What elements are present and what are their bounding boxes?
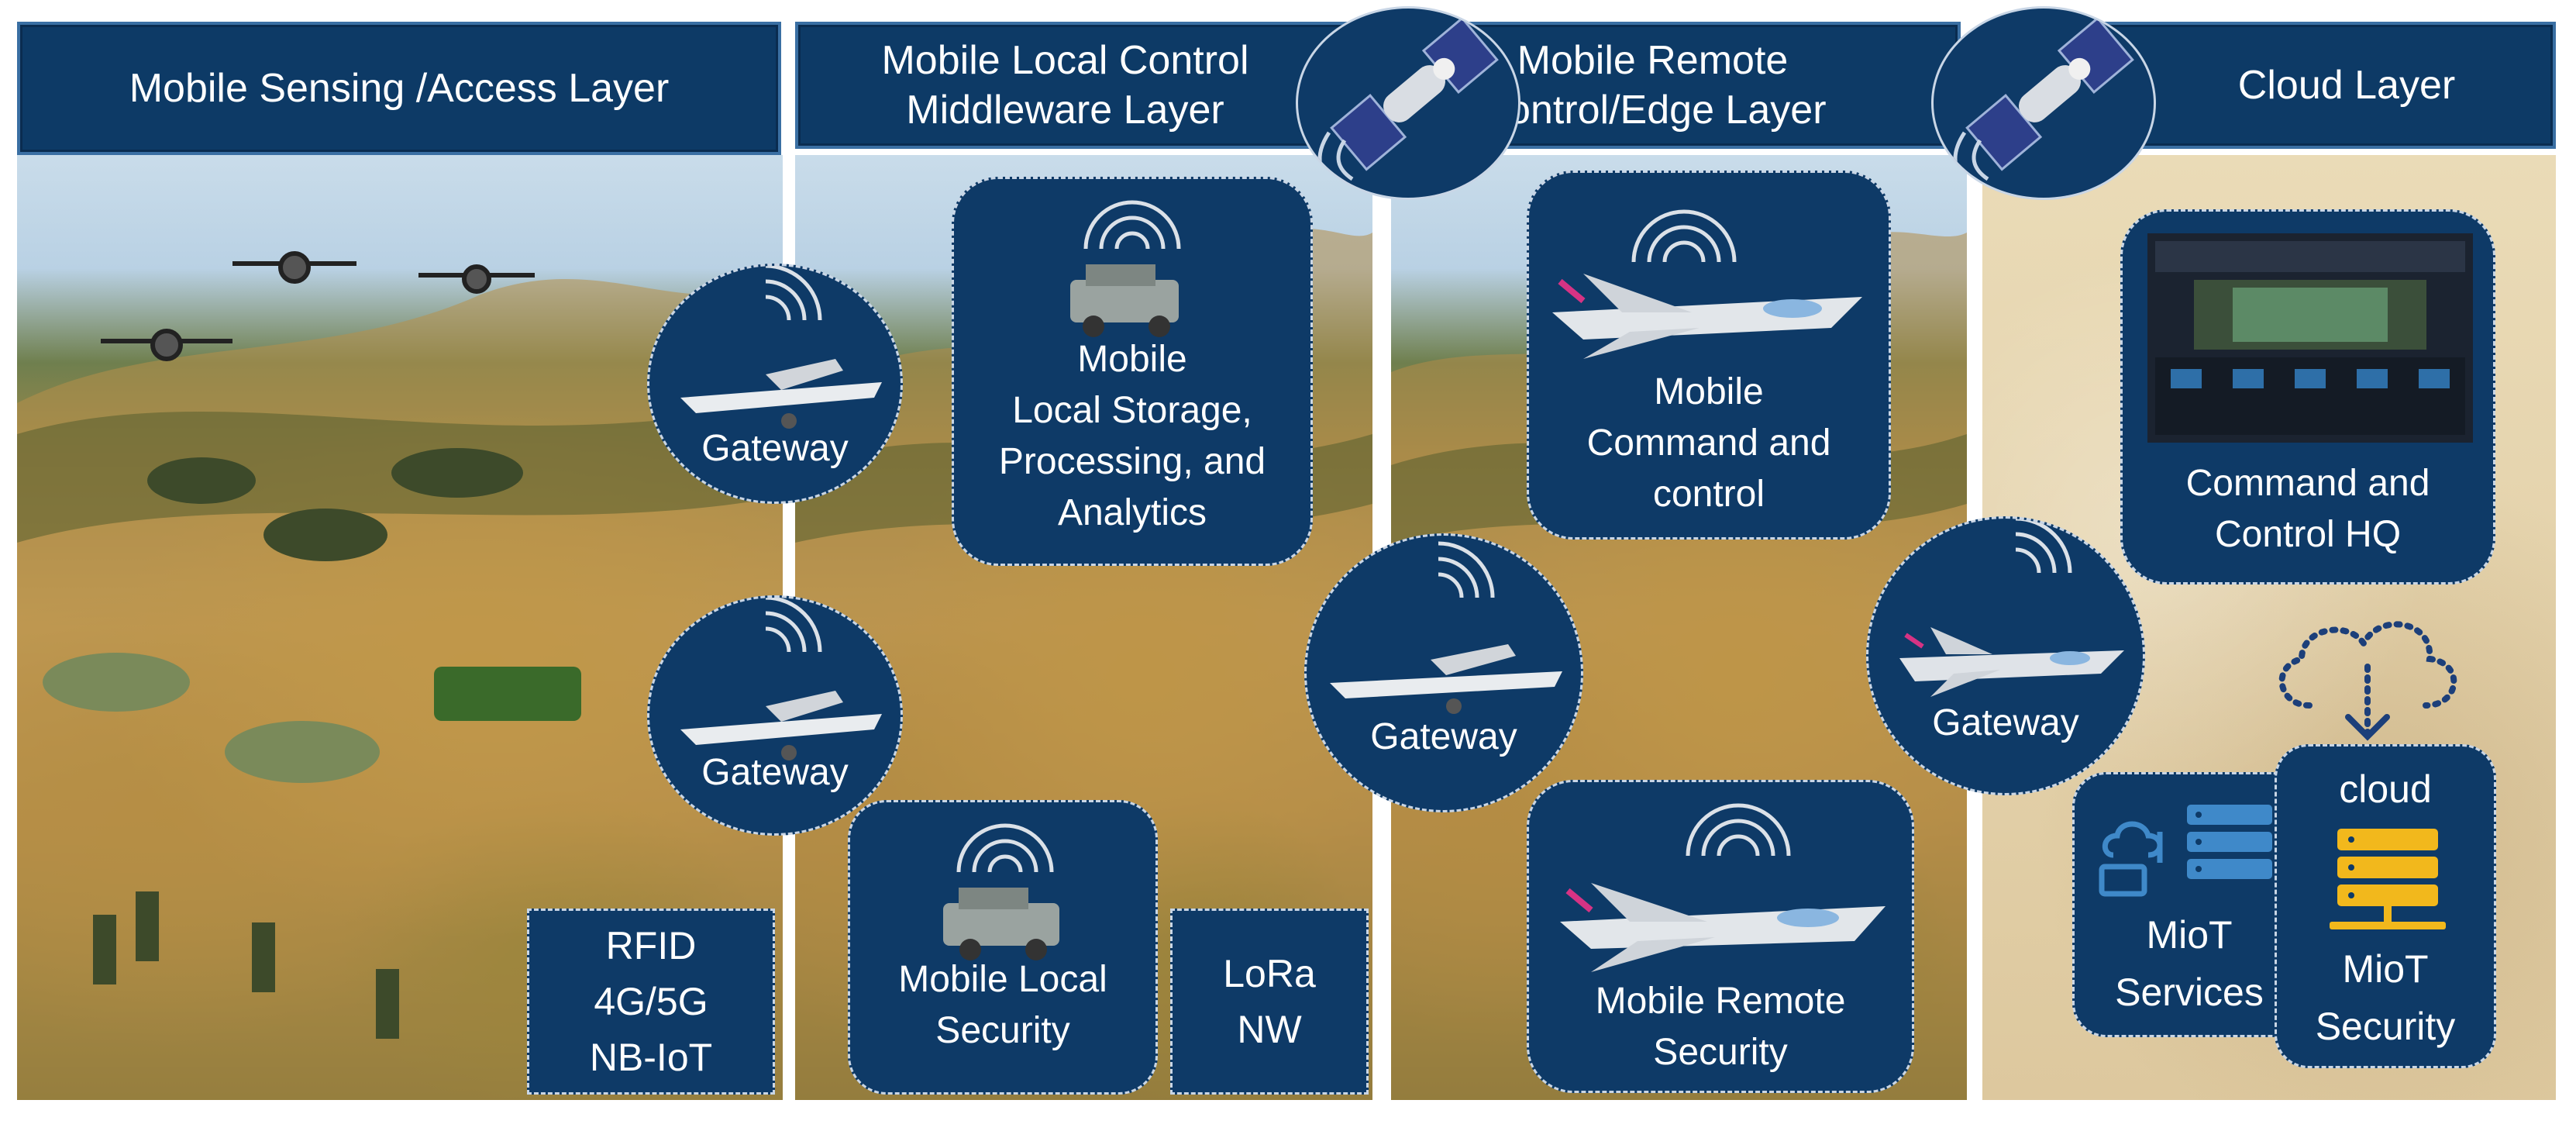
header-sensing-label: Mobile Sensing /Access Layer — [129, 66, 670, 111]
satellite-icon-graphic — [1953, 16, 2134, 193]
gateway-3: Gateway — [1304, 533, 1583, 812]
gateway-3-label: Gateway — [1370, 716, 1517, 757]
satellite-icon-graphic — [1317, 16, 1499, 193]
card-command-hq: Command and Control HQ — [2120, 209, 2495, 584]
header-remote-label: Mobile Remote Control/Edge Layer — [1479, 38, 1827, 133]
access-network-box: RFID 4G/5G NB-IoT — [527, 909, 775, 1095]
card-remote-security-label: Mobile Remote Security — [1595, 981, 1846, 1073]
jet-icon — [1899, 519, 2124, 697]
satellite-icon-right — [1931, 6, 2156, 200]
satellite-icon-left — [1296, 6, 1520, 200]
lora-network-box: LoRa NW — [1170, 909, 1369, 1095]
military-truck-icon — [1070, 200, 1181, 337]
card-command-hq-label: Command and Control HQ — [2185, 463, 2430, 555]
card-miot-services-label: MioT Services — [2115, 913, 2264, 1014]
header-local-label: Mobile Local Control Middleware Layer — [881, 38, 1249, 133]
card-command-control-label: Mobile Command and control — [1586, 371, 1831, 515]
card-local-storage: Mobile Local Storage, Processing, and An… — [952, 177, 1313, 566]
services-icon — [2099, 805, 2272, 897]
drone-icon — [680, 598, 882, 760]
header-sensing-layer: Mobile Sensing /Access Layer — [17, 22, 781, 155]
gateway-4: Gateway — [1866, 516, 2145, 795]
gateway-1-label: Gateway — [701, 428, 849, 469]
jet-icon — [1560, 803, 1886, 972]
card-local-storage-label: Mobile Local Storage, Processing, and An… — [998, 339, 1266, 533]
access-network-label: RFID 4G/5G NB-IoT — [589, 924, 713, 1079]
jet-icon — [1552, 209, 1862, 359]
cloud-download-icon — [2278, 621, 2457, 741]
card-cloud-security: cloud MioT Security — [2275, 744, 2496, 1068]
gateway-1: Gateway — [647, 264, 903, 504]
gateway-2-label: Gateway — [701, 752, 849, 793]
header-cloud-label: Cloud Layer — [2237, 63, 2456, 108]
military-truck-icon — [943, 823, 1059, 960]
control-room-image — [2147, 233, 2473, 443]
drone-icon — [1330, 541, 1562, 714]
lora-network-label: LoRa NW — [1223, 952, 1316, 1051]
gateway-2: Gateway — [647, 595, 903, 836]
gateway-4-label: Gateway — [1932, 702, 2079, 743]
header-local-layer: Mobile Local Control Middleware Layer — [795, 22, 1366, 149]
card-remote-security: Mobile Remote Security — [1527, 780, 1914, 1093]
card-miot-security-label: MioT Security — [2315, 947, 2456, 1048]
card-local-security-label: Mobile Local Security — [898, 959, 1107, 1051]
card-command-control: Mobile Command and control — [1527, 171, 1891, 540]
card-cloud-label: cloud — [2339, 767, 2432, 811]
card-local-security: Mobile Local Security — [848, 800, 1158, 1095]
drone-icon — [680, 266, 882, 429]
card-miot-services: MioT Services — [2072, 772, 2306, 1037]
server-icon — [2330, 829, 2446, 929]
